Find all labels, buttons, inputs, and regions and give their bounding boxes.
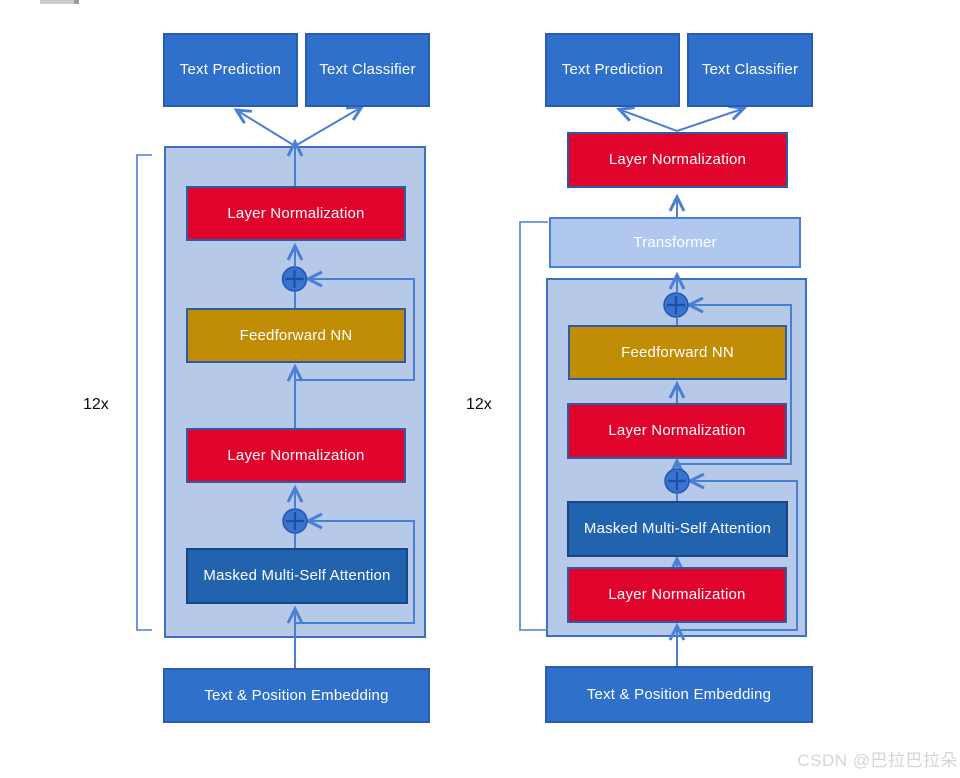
right-residual-ffn	[677, 305, 792, 465]
left-wires	[136, 108, 415, 668]
right-repeat-bracket	[519, 221, 548, 631]
left-residual-attn	[295, 521, 415, 624]
top-gray-bar	[40, 0, 75, 4]
right-residual-attn	[677, 481, 798, 631]
top-gray-bar-end	[74, 0, 79, 4]
add-circle-icon	[664, 468, 690, 494]
add-circle-icon	[281, 266, 308, 292]
right-arrow-to-prediction	[621, 110, 678, 132]
add-circle-icon	[282, 508, 308, 534]
right-wires	[519, 109, 798, 666]
left-residual-ffn	[295, 279, 415, 381]
left-repeat-bracket	[136, 154, 152, 631]
right-arrow-to-classifier	[676, 109, 742, 132]
left-arrow-to-classifier	[294, 108, 360, 147]
add-circle-icon	[663, 292, 689, 318]
left-arrow-to-prediction	[238, 111, 296, 147]
